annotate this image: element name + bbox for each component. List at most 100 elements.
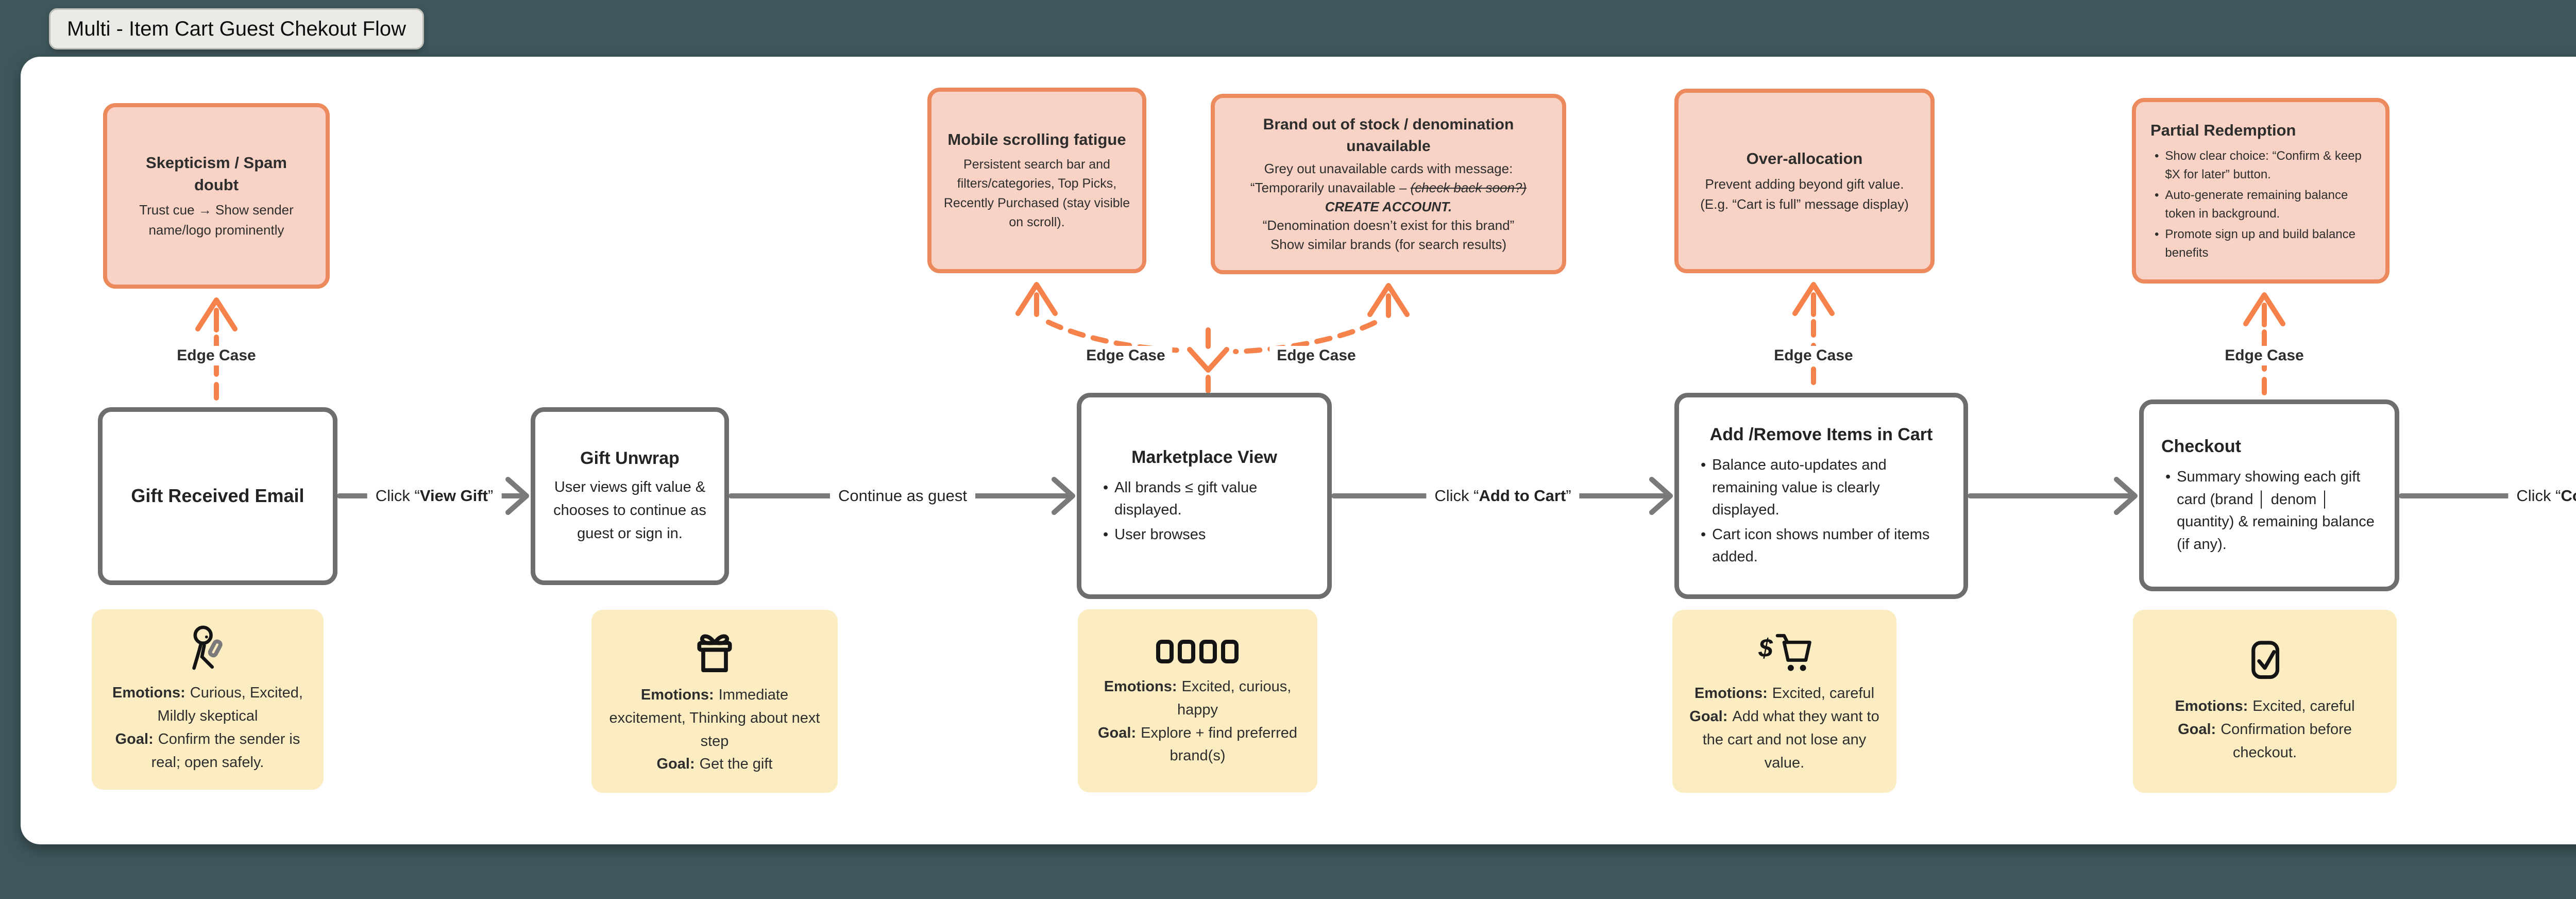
bullet-dot: • [1103, 526, 1109, 543]
bullet-item: •All brands ≤ gift value displayed. [1099, 477, 1310, 522]
edge-case-bullets: • Show clear choice: “Confirm & keep $X f… [2150, 145, 2371, 262]
gift-icon [697, 634, 732, 672]
bullet-dot: • [1701, 457, 1706, 474]
edge-case-line: Grey out unavailable cards with message: [1264, 160, 1513, 176]
goal-text: Get the gift [699, 756, 773, 773]
edge-case-body: Trust cue → Show sender name/logo promin… [139, 202, 294, 238]
bullet-dot: • [2155, 188, 2159, 202]
goal-label: Goal: [115, 731, 154, 747]
goal-label: Goal: [1098, 724, 1137, 741]
struck-text: (check back soon?) [1410, 179, 1527, 195]
emotions-label: Emotions: [1104, 678, 1177, 695]
edge-case-mobile-fatigue[interactable]: Mobile scrolling fatigue Persistent sear… [927, 88, 1146, 273]
svg-text:$: $ [1758, 634, 1773, 662]
flow-title: Marketplace View [1131, 447, 1277, 467]
flow-title: Checkout [2161, 436, 2241, 456]
emotion-box-email[interactable]: Emotions:Curious, Excited, Mildly skepti… [92, 609, 324, 790]
bullet-dot: • [2155, 148, 2159, 163]
flow-gift-received-email[interactable]: Gift Received Email [98, 407, 337, 585]
emotions-text: Immediate excitement, Thinking about nex… [609, 686, 820, 750]
unavailable-text: “Temporarily unavailable – [1250, 179, 1411, 195]
edge-case-line: CREATE ACCOUNT. [1325, 198, 1452, 214]
arrow-label-continue-guest: Continue as guest [830, 486, 975, 506]
flow-gift-unwrap[interactable]: Gift Unwrap User views gift value & choo… [531, 407, 729, 585]
label-bold: Confirm [2561, 487, 2576, 505]
bullet-text: Promote sign up and build balance benefi… [2165, 227, 2355, 260]
edge-case-body: Prevent adding beyond gift value. (E.g. … [1700, 176, 1909, 212]
emotions-line: Emotions:Excited, careful [2175, 695, 2354, 718]
emotions-text: Curious, Excited, Mildly skeptical [157, 685, 303, 725]
edge-case-label: Edge Case [1079, 346, 1173, 365]
goal-line: Goal:Confirmation before checkout. [2148, 718, 2381, 764]
goal-line: Goal:Get the gift [657, 753, 773, 776]
bullet-text: Cart icon shows number of items added. [1712, 526, 1930, 565]
label-post: ” [487, 487, 494, 505]
flow-bullets: •Balance auto-updates and remaining valu… [1697, 452, 1946, 569]
edge-case-over-allocation[interactable]: Over-allocation Prevent adding beyond gi… [1674, 89, 1935, 273]
emotion-box-cart[interactable]: $ Emotions:Excited, careful Goal:Add wha… [1672, 610, 1896, 793]
emotion-box-unwrap[interactable]: Emotions:Immediate excitement, Thinking … [591, 610, 838, 793]
label-pre: Click “ [1434, 487, 1479, 505]
bullet-text: Show clear choice: “Confirm & keep $X fo… [2165, 148, 2362, 181]
edge-case-title: Skepticism / Spam doubt [146, 153, 287, 194]
emotion-box-marketplace[interactable]: Emotions:Excited, curious, happy Goal:Ex… [1078, 609, 1317, 792]
bullet-dot: • [2155, 227, 2159, 241]
flow-checkout[interactable]: Checkout •Summary showing each gift card… [2139, 399, 2399, 591]
bullet-item: • Cart icon shows number of items added. [1697, 524, 1946, 569]
goal-label: Goal: [656, 756, 695, 773]
flow-bullets: •All brands ≤ gift value displayed. • Use… [1099, 475, 1310, 546]
bullet-item: • Auto-generate remaining balance token i… [2150, 186, 2371, 223]
emotions-line: Emotions:Excited, careful [1694, 682, 1874, 705]
edge-case-title: Mobile scrolling fatigue [947, 130, 1126, 149]
gift-cards-icon [1156, 639, 1239, 663]
page-title[interactable]: Multi - Item Cart Guest Chekout Flow [49, 8, 424, 49]
edge-case-body: Persistent search bar and filters/catego… [943, 157, 1130, 230]
person-phone-icon [192, 625, 223, 670]
flow-marketplace-view[interactable]: Marketplace View •All brands ≤ gift valu… [1077, 393, 1332, 599]
edge-case-brand-out-of-stock[interactable]: Brand out of stock / denomination unavai… [1211, 94, 1566, 274]
goal-label: Goal: [1689, 708, 1728, 725]
bullet-text: Auto-generate remaining balance token in… [2165, 188, 2348, 221]
emotions-label: Emotions: [112, 685, 185, 702]
goal-line: Goal:Confirm the sender is real; open sa… [107, 728, 308, 774]
goal-label: Goal: [2178, 721, 2216, 738]
flow-title: Gift Unwrap [580, 448, 680, 468]
goal-text: Explore + find preferred brand(s) [1141, 724, 1297, 764]
goal-text: Add what they want to the cart and not l… [1702, 708, 1879, 771]
edge-case-skepticism[interactable]: Skepticism / Spam doubt Trust cue → Show… [103, 103, 330, 289]
emotions-text: Excited, careful [1772, 685, 1875, 702]
label-bold: View Gift [419, 487, 488, 505]
flow-title: Gift Received Email [131, 485, 304, 507]
arrow-label-add-to-cart: Click “Add to Cart” [1426, 486, 1580, 506]
emotions-line: Emotions:Immediate excitement, Thinking … [607, 684, 822, 753]
goal-text: Confirm the sender is real; open safely. [151, 731, 300, 771]
edge-case-line: Show similar brands (for search results) [1270, 237, 1507, 253]
emotions-label: Emotions: [640, 686, 714, 703]
label-pre: Click “ [2516, 487, 2561, 505]
arrow-label-view-gift: Click “View Gift” [367, 486, 502, 506]
label-post: ” [1566, 487, 1571, 505]
label-bold: Add to Cart [1479, 487, 1566, 505]
bullet-item: •Balance auto-updates and remaining valu… [1697, 454, 1946, 522]
flow-bullets: •Summary showing each gift card (brand │… [2161, 464, 2377, 556]
edge-case-label: Edge Case [1269, 346, 1363, 365]
flow-title: Add /Remove Items in Cart [1709, 425, 1933, 445]
emotion-box-checkout[interactable]: Emotions:Excited, careful Goal:Confirmat… [2133, 610, 2397, 793]
flow-add-remove-items[interactable]: Add /Remove Items in Cart •Balance auto-… [1674, 393, 1968, 599]
label-pre: Click “ [375, 487, 420, 505]
emotions-line: Emotions:Excited, curious, happy [1093, 675, 1302, 722]
label-pre: Continue as guest [838, 487, 967, 505]
edge-case-line: “Temporarily unavailable – (check back s… [1228, 178, 1549, 197]
bullet-text: User browses [1114, 526, 1206, 543]
checkbox-icon [2251, 641, 2280, 679]
arrow-label-confirm: Click “Confirm” [2508, 486, 2576, 506]
edge-case-label: Edge Case [1767, 346, 1860, 365]
bullet-item: •Summary showing each gift card (brand │… [2161, 466, 2377, 556]
flow-body: User views gift value & chooses to conti… [553, 479, 706, 542]
bullet-dot: • [2165, 469, 2171, 486]
bullet-item: • Promote sign up and build balance benef… [2150, 225, 2371, 262]
edge-case-partial-redemption[interactable]: Partial Redemption •Show clear choice: “… [2132, 98, 2389, 284]
bullet-dot: • [1701, 526, 1706, 543]
edge-case-label: Edge Case [170, 346, 263, 365]
